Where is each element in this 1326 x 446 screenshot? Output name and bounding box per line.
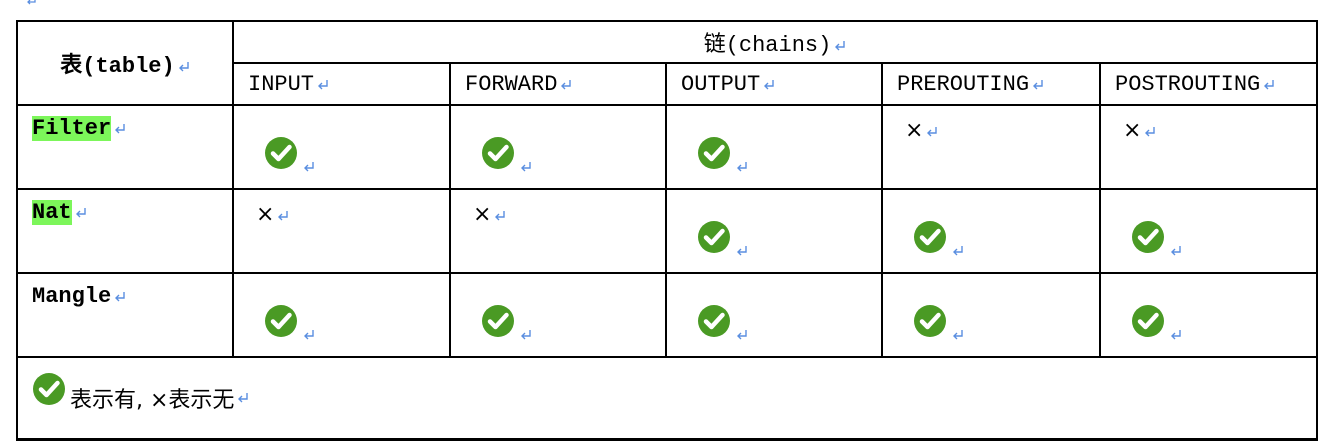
supported-mark — [697, 304, 748, 341]
check-icon — [698, 305, 730, 337]
paragraph-mark-icon — [304, 330, 314, 340]
supported-mark — [1131, 220, 1182, 257]
paragraph-mark-icon — [238, 392, 249, 403]
supported-mark — [481, 136, 532, 173]
paragraph-mark-icon — [1145, 127, 1156, 137]
legend: 表示有, ×表示无 — [15, 356, 1319, 441]
supported-mark — [264, 304, 315, 341]
supported-mark — [697, 220, 748, 257]
cross-symbol: × — [905, 118, 924, 143]
paragraph-mark-icon — [75, 208, 86, 218]
row-label-filter: Filter — [16, 104, 234, 190]
table-cell — [1098, 272, 1319, 358]
table-cell — [881, 272, 1101, 358]
paragraph-mark-icon — [561, 80, 572, 90]
chain-label: FORWARD — [465, 72, 558, 97]
check-icon — [1132, 305, 1164, 337]
table-cell — [449, 272, 667, 358]
check-icon — [482, 137, 514, 169]
check-icon — [698, 137, 730, 169]
table-cell: × — [449, 188, 667, 274]
cross-symbol: × — [1123, 118, 1142, 143]
table-name: Mangle — [32, 284, 112, 309]
chain-label: POSTROUTING — [1115, 72, 1261, 97]
paragraph-mark-icon — [304, 162, 314, 172]
unsupported-mark: × — [905, 118, 938, 143]
paragraph-mark-icon — [953, 330, 963, 340]
paragraph-mark-icon — [835, 41, 846, 51]
check-icon — [914, 221, 946, 253]
chain-header-postrouting: POSTROUTING — [1098, 62, 1319, 106]
paragraph-mark-icon — [737, 162, 747, 172]
chain-label: INPUT — [248, 72, 315, 97]
table-cell — [665, 272, 883, 358]
chain-label: PREROUTING — [897, 72, 1030, 97]
table-cell — [665, 188, 883, 274]
supported-mark — [481, 304, 532, 341]
paragraph-mark-icon — [953, 246, 963, 256]
table-cell: × — [232, 188, 451, 274]
paragraph-mark-icon — [178, 62, 189, 72]
check-icon — [482, 305, 514, 337]
unsupported-mark: × — [1123, 118, 1156, 143]
row-label-mangle: Mangle — [16, 272, 234, 358]
chain-header-forward: FORWARD — [449, 62, 667, 106]
chains-header: 链(chains) — [231, 20, 1319, 64]
paragraph-mark-icon — [115, 292, 125, 302]
chain-header-input: INPUT — [232, 62, 451, 106]
table-cell — [232, 272, 451, 358]
legend-text: 表示有, ×表示无 — [70, 387, 235, 413]
paragraph-mark-icon — [1264, 80, 1274, 90]
table-name: Filter — [32, 116, 112, 141]
table-cell — [449, 104, 667, 190]
cross-symbol: × — [473, 202, 492, 227]
row-label-nat: Nat — [16, 188, 234, 274]
table-header-label: 表(table) — [60, 54, 175, 79]
paragraph-mark-icon — [27, 0, 36, 5]
paragraph-mark-icon — [521, 330, 531, 340]
paragraph-mark-icon — [927, 127, 938, 137]
paragraph-mark-icon — [115, 124, 125, 134]
table-cell — [1098, 188, 1319, 274]
paragraph-mark-icon — [521, 162, 531, 172]
supported-mark — [697, 136, 748, 173]
paragraph-mark-icon — [1171, 246, 1181, 256]
unsupported-mark: × — [256, 202, 289, 227]
chain-header-prerouting: PREROUTING — [881, 62, 1101, 106]
table-cell — [232, 104, 451, 190]
table-cell: × — [881, 104, 1101, 190]
chain-label: OUTPUT — [681, 72, 761, 97]
supported-mark — [1131, 304, 1182, 341]
table-cell — [881, 188, 1101, 274]
table-name: Nat — [32, 200, 72, 225]
paragraph-mark-icon — [737, 330, 747, 340]
supported-mark — [913, 220, 964, 257]
table-cell: × — [1098, 104, 1319, 190]
paragraph-mark-icon — [764, 80, 774, 90]
check-icon — [265, 137, 297, 169]
paragraph-mark-icon — [1033, 80, 1043, 90]
table-header: 表(table) — [16, 20, 234, 106]
chains-header-label: 链(chains) — [703, 33, 832, 58]
paragraph-mark-icon — [318, 80, 328, 90]
check-icon — [33, 372, 65, 405]
check-icon — [1132, 221, 1164, 253]
check-icon — [914, 305, 946, 337]
table-cell — [665, 104, 883, 190]
paragraph-mark-icon — [278, 211, 289, 221]
unsupported-mark: × — [473, 202, 506, 227]
paragraph-mark-icon — [1171, 330, 1181, 340]
supported-mark — [913, 304, 964, 341]
chain-header-output: OUTPUT — [665, 62, 883, 106]
check-icon — [265, 305, 297, 337]
paragraph-mark-icon — [495, 211, 506, 221]
cross-symbol: × — [256, 202, 275, 227]
iptables-chain-table: 表(table) 链(chains) INPUT FORWARD OUTPUT PRE… — [15, 20, 1319, 441]
supported-mark — [264, 136, 315, 173]
paragraph-mark-icon — [737, 246, 747, 256]
check-icon — [698, 221, 730, 253]
